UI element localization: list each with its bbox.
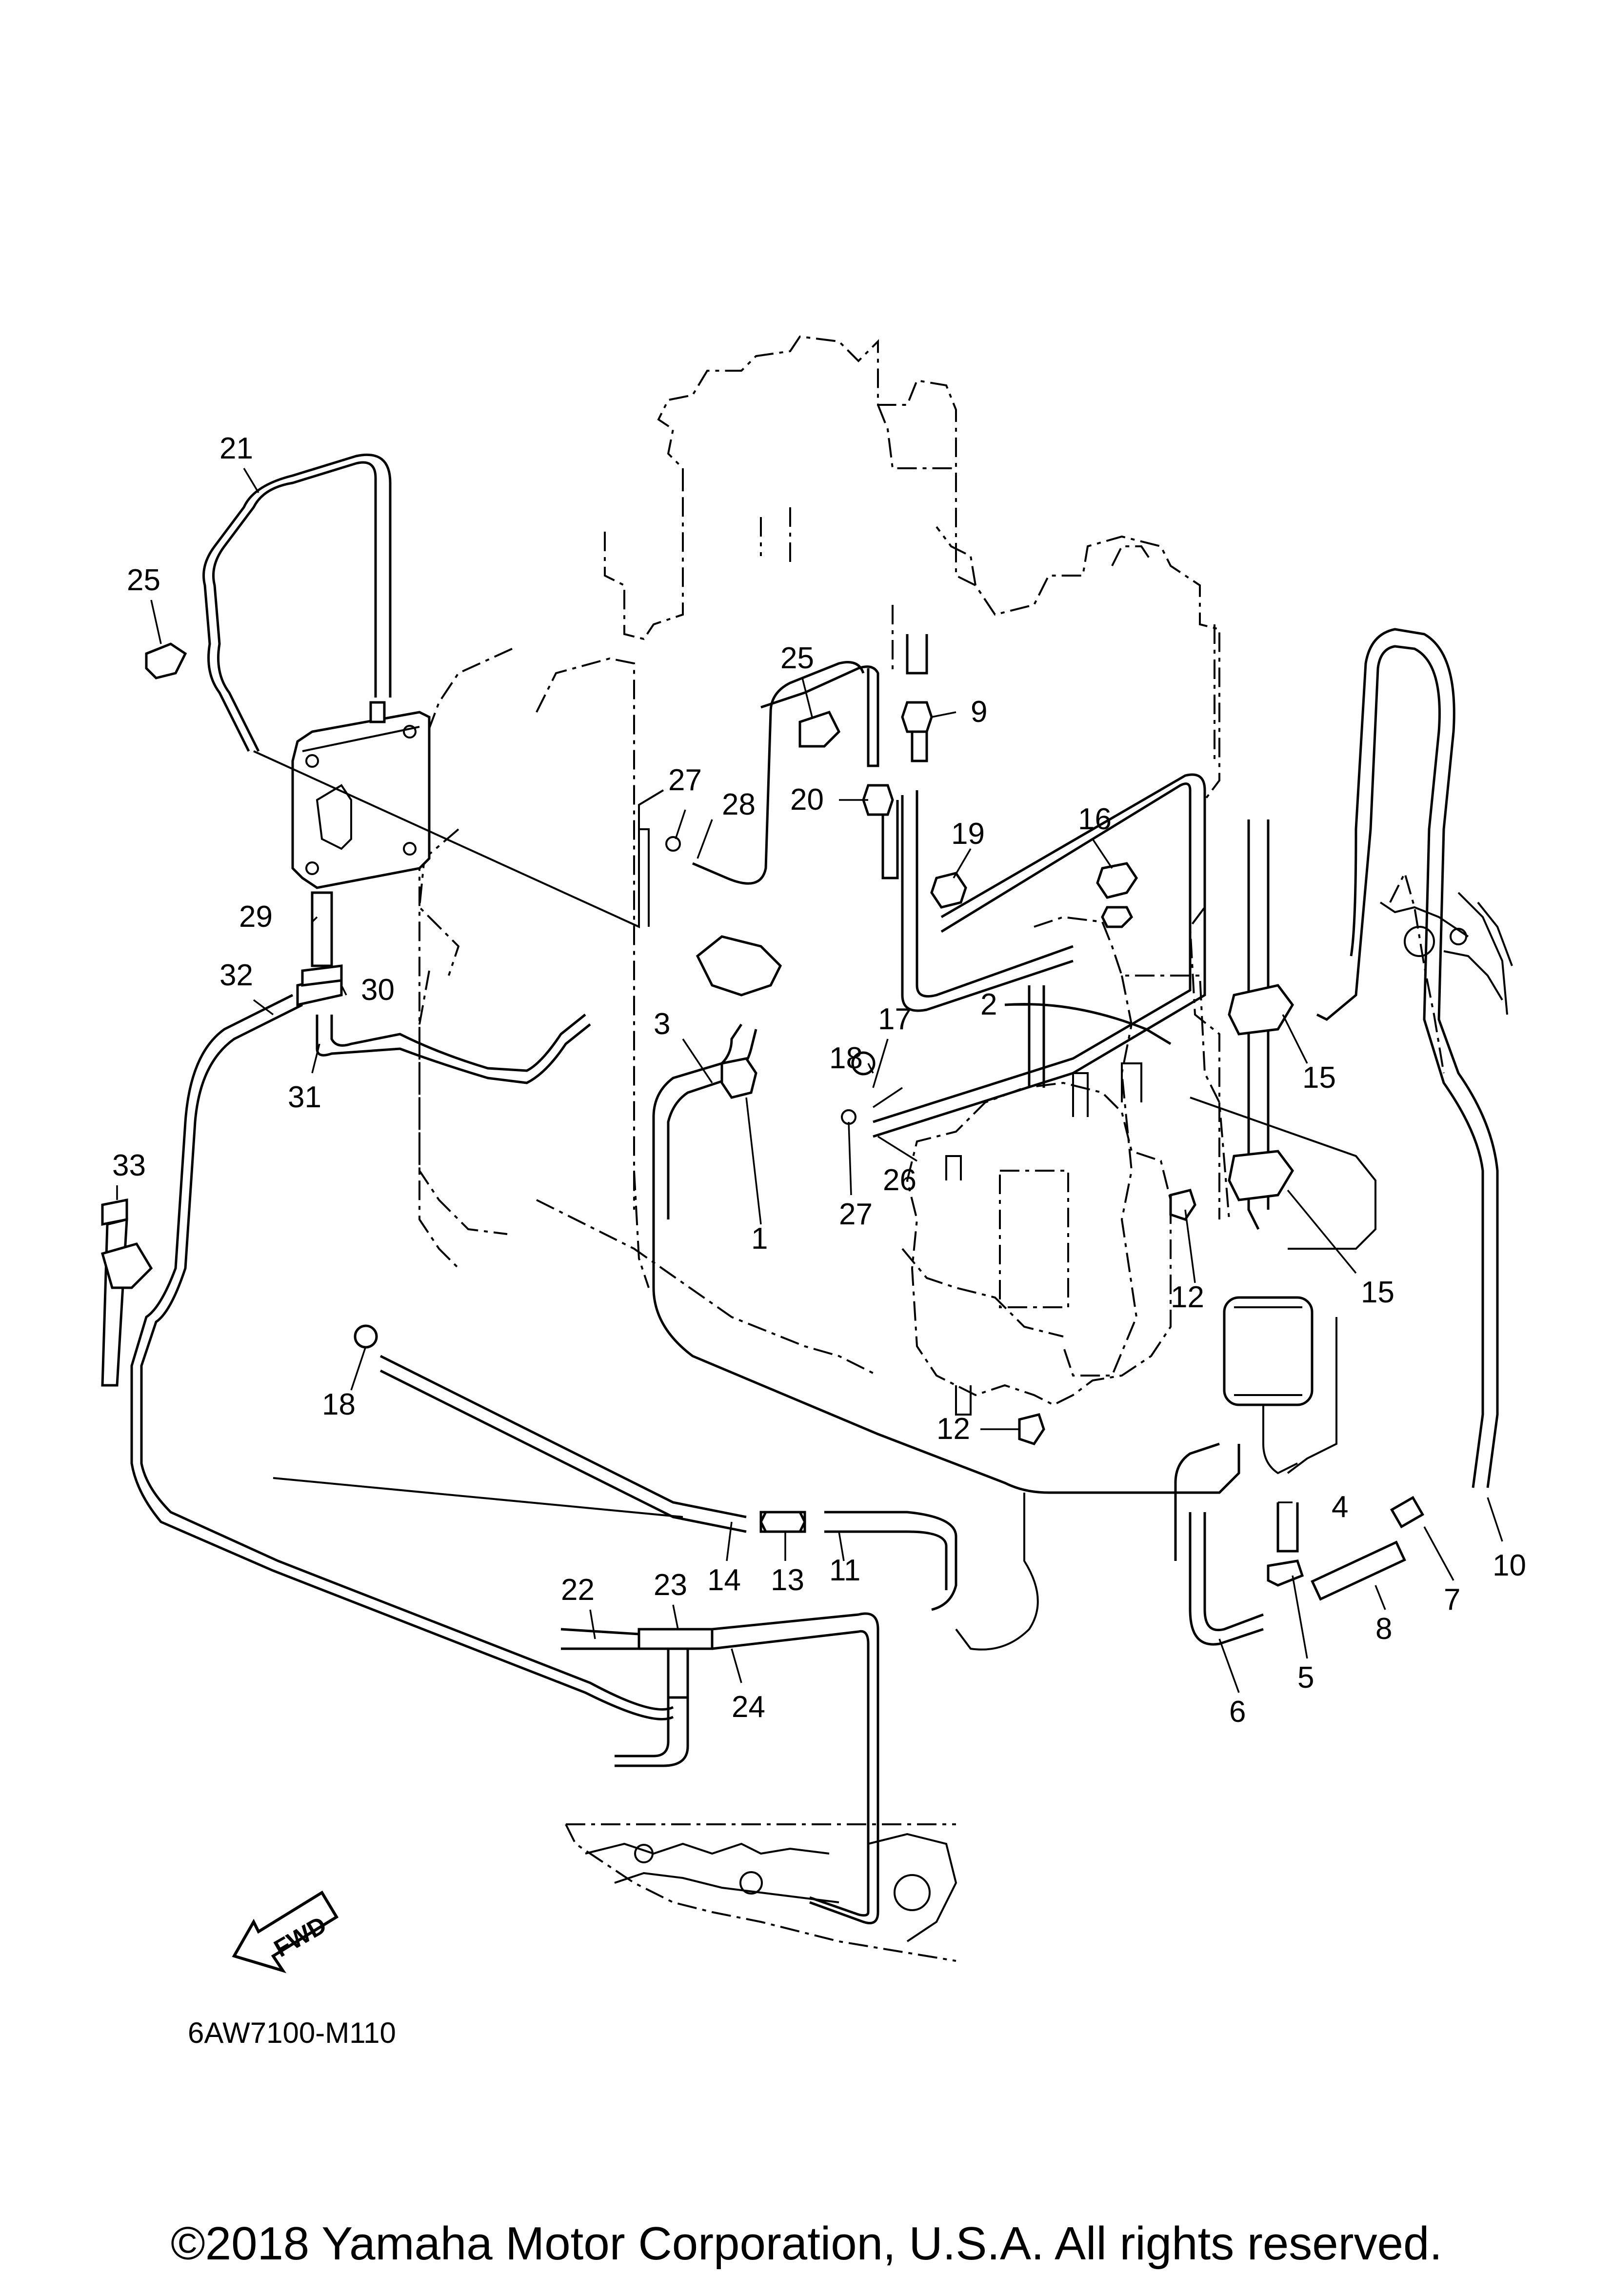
callout-labels: 1 2 3 4 5 6 7 8 9 10 11 12 12 13 14 15 1… (112, 432, 1526, 1729)
callout-10: 10 (1493, 1549, 1526, 1582)
callout-19: 19 (951, 817, 985, 851)
callout-27a: 27 (668, 763, 702, 797)
callout-8: 8 (1375, 1612, 1392, 1646)
vapor-separator (906, 1062, 1172, 1416)
callout-1: 1 (751, 1222, 768, 1256)
callout-27b: 27 (839, 1198, 873, 1231)
callout-17: 17 (878, 1002, 912, 1036)
callout-28: 28 (722, 788, 756, 821)
callout-5: 5 (1297, 1661, 1314, 1695)
callout-20: 20 (790, 783, 824, 817)
callout-25b: 25 (780, 641, 814, 675)
callout-18b: 18 (322, 1388, 356, 1421)
callout-15a: 15 (1302, 1061, 1336, 1095)
callout-9: 9 (971, 695, 987, 729)
callout-3: 3 (654, 1007, 670, 1041)
callout-32: 32 (219, 958, 253, 992)
callout-12b: 12 (936, 1412, 970, 1446)
fwd-arrow-icon: FWD (232, 1890, 339, 1974)
callout-7: 7 (1444, 1583, 1460, 1617)
callout-23: 23 (654, 1568, 687, 1602)
callout-33: 33 (112, 1149, 146, 1182)
callout-18a: 18 (829, 1041, 863, 1075)
fittings (100, 642, 1304, 1587)
copyright-footer: ©2018 Yamaha Motor Corporation, U.S.A. A… (170, 2217, 1443, 2270)
callout-12a: 12 (1171, 1280, 1204, 1314)
callout-6: 6 (1229, 1695, 1246, 1729)
callout-24: 24 (732, 1690, 765, 1724)
hoses (130, 453, 1499, 1924)
callout-21: 21 (219, 432, 253, 465)
callout-29: 29 (239, 900, 273, 934)
callout-22: 22 (561, 1573, 595, 1607)
engine-block-outline (418, 335, 1230, 1377)
callout-4: 4 (1332, 1490, 1348, 1524)
callout-2: 2 (980, 988, 997, 1021)
fuel-pump (291, 701, 431, 889)
callout-30: 30 (361, 973, 395, 1007)
callout-14: 14 (707, 1563, 741, 1597)
callout-15b: 15 (1361, 1276, 1394, 1309)
callout-13: 13 (771, 1563, 804, 1597)
right-bracket-outline (1379, 870, 1513, 1074)
callout-16: 16 (1078, 802, 1112, 836)
lower-casing-outline (565, 1823, 957, 1962)
callout-11: 11 (829, 1554, 860, 1587)
callout-26: 26 (883, 1163, 916, 1197)
diagram-reference-code: 6AW7100-M110 (188, 2016, 396, 2049)
callout-25a: 25 (127, 563, 160, 597)
leader-lines (116, 468, 1503, 1693)
callout-31: 31 (288, 1080, 321, 1114)
